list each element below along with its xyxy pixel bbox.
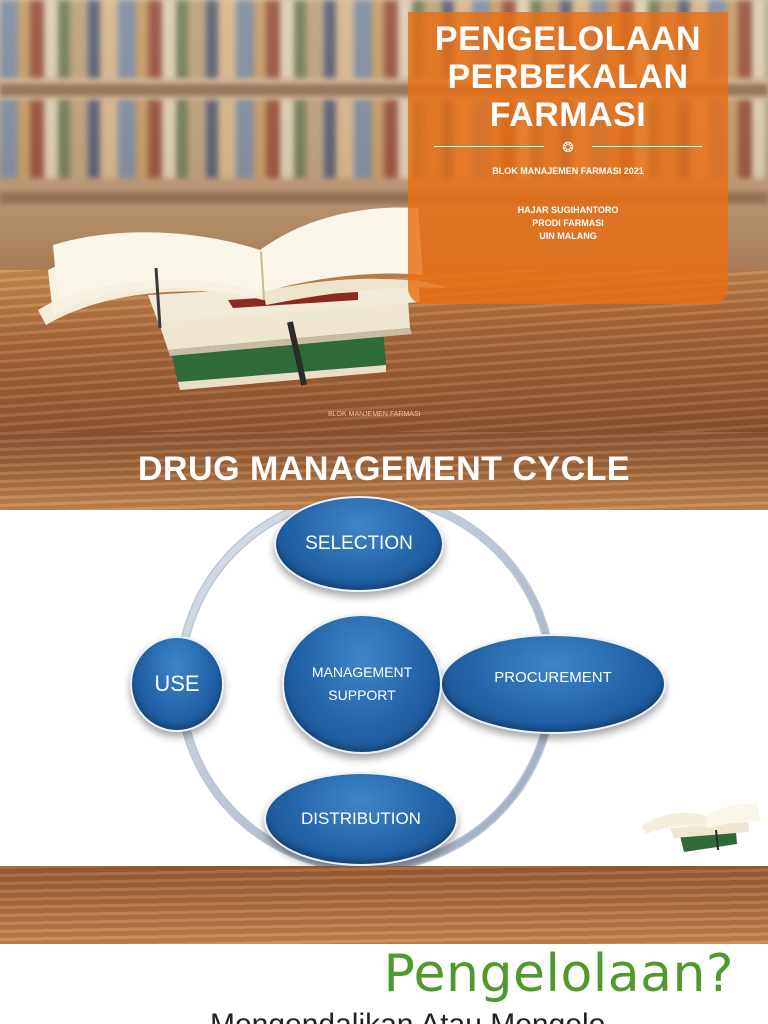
- node-selection: SELECTION: [274, 496, 444, 592]
- sun-ornament-icon: ❂: [562, 139, 574, 155]
- presentation-title: PENGELOLAAN PERBEKALAN FARMASI: [434, 20, 702, 134]
- slide-cycle-header: DRUG MANAGEMENT CYCLE: [0, 432, 768, 510]
- cycle-diagram: SELECTION PROCUREMENT DISTRIBUTION USE M…: [0, 496, 768, 866]
- cycle-title: DRUG MANAGEMENT CYCLE: [137, 450, 631, 488]
- node-management-support: MANAGEMENT SUPPORT: [282, 614, 442, 754]
- definition-title: Pengelolaan?: [383, 944, 734, 1004]
- definition-text: Mengendalikan Atau Mengelo...: [210, 1008, 630, 1024]
- title-ornament: ❂: [434, 138, 702, 156]
- slide-definition: Pengelolaan? Mengendalikan Atau Mengelo.…: [0, 944, 768, 1024]
- node-procurement: PROCUREMENT: [440, 634, 666, 734]
- node-use: USE: [130, 636, 224, 732]
- slide-footer: BLOK MANJEMEN FARMASI: [328, 411, 421, 418]
- course-subtitle: BLOK MANAJEMEN FARMASI 2021: [492, 166, 644, 176]
- author-university: UIN MALANG: [539, 231, 597, 241]
- slide-definition-header: [0, 866, 768, 944]
- slide-title: PENGELOLAAN PERBEKALAN FARMASI ❂ BLOK MA…: [0, 0, 768, 432]
- node-distribution: DISTRIBUTION: [264, 772, 458, 866]
- author-program: PRODI FARMASI: [532, 218, 604, 228]
- open-book-stack-image: [38, 207, 448, 390]
- author-info: HAJAR SUGIHANTORO PRODI FARMASI UIN MALA…: [408, 204, 728, 243]
- small-book-stack-image: [642, 803, 760, 852]
- author-name: HAJAR SUGIHANTORO: [517, 205, 619, 215]
- title-panel: PENGELOLAAN PERBEKALAN FARMASI ❂ BLOK MA…: [408, 12, 728, 304]
